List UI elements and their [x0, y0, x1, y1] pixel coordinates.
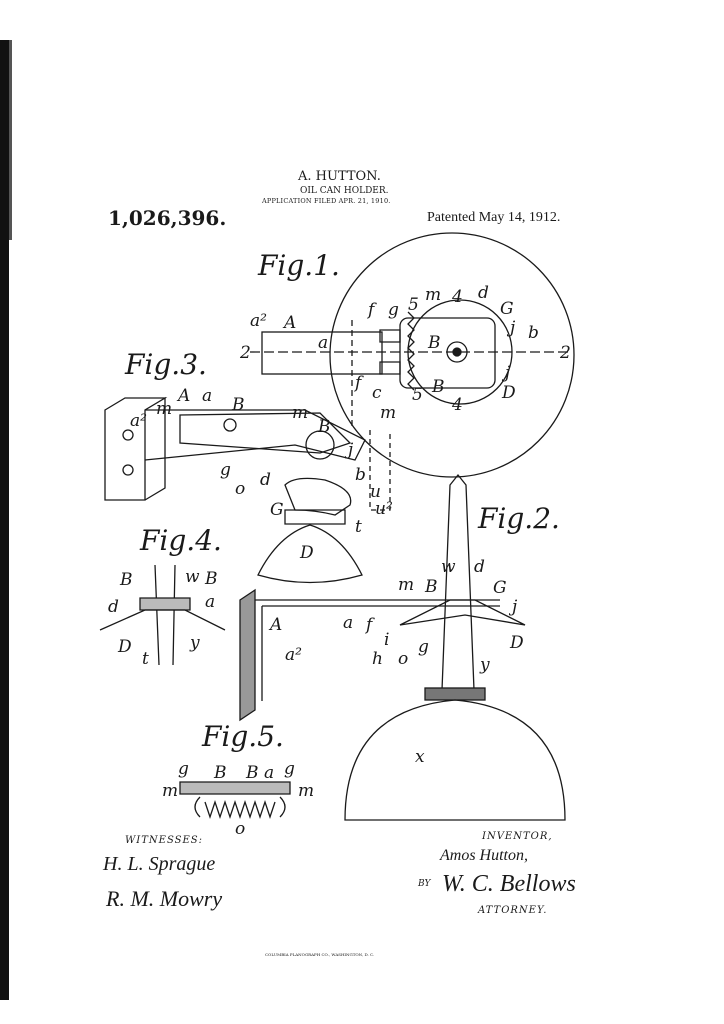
label: u²	[375, 499, 393, 519]
label: b	[355, 465, 366, 485]
label: A	[268, 615, 282, 635]
label: m	[162, 781, 178, 801]
label: j	[344, 440, 354, 460]
label: G	[500, 299, 514, 319]
label: B	[427, 333, 441, 353]
attorney-signature: W. C. Bellows	[442, 871, 576, 897]
label: m	[298, 781, 314, 801]
patent-title: OIL CAN HOLDER.	[300, 186, 389, 196]
label: G	[493, 578, 507, 598]
fig4-label: Fig.4.	[139, 524, 222, 557]
label: o	[235, 479, 245, 499]
patent-number: 1,026,396.	[108, 206, 227, 230]
fig1-label: Fig.1.	[257, 249, 340, 282]
label: B	[245, 763, 259, 783]
label: D	[509, 633, 524, 653]
witness-signature-1: H. L. Sprague	[103, 853, 216, 875]
label: d	[108, 597, 119, 617]
patented-date: Patented May 14, 1912.	[427, 210, 561, 225]
label: x	[415, 747, 425, 767]
figure-3: Fig.3. a² A a m B m B j b d g o u u² t G…	[104, 348, 393, 584]
label: a	[205, 592, 215, 612]
label: A	[282, 313, 296, 333]
label: 5	[412, 385, 423, 405]
attorney-label: ATTORNEY.	[478, 905, 548, 916]
printer-credit: COLUMBIA PLANOGRAPH CO., WASHINGTON, D. …	[265, 952, 375, 957]
label: a²	[130, 411, 147, 431]
label: 4	[451, 287, 463, 307]
label: D	[501, 383, 516, 403]
label: m	[292, 403, 308, 423]
label: f	[366, 300, 377, 320]
label: a²	[250, 311, 267, 331]
label: y	[479, 655, 490, 675]
figure-2: Fig.2. A a² a f i h o g m B w d G j D y …	[239, 473, 566, 821]
label: B	[231, 395, 245, 415]
inventor-header: A. HUTTON.	[298, 169, 381, 184]
label: B	[424, 577, 438, 597]
scan-edge	[0, 40, 9, 1000]
label: a	[343, 613, 353, 633]
witness-signature-2: R. M. Mowry	[106, 886, 223, 911]
label: g	[418, 637, 429, 657]
label: A	[176, 386, 190, 406]
by-label: BY	[418, 879, 431, 889]
fig5-label: Fig.5.	[201, 720, 284, 753]
label: a²	[285, 645, 302, 665]
inventor-name: Amos Hutton,	[440, 847, 528, 864]
label: D	[299, 543, 314, 563]
label: m	[398, 575, 414, 595]
label: d	[260, 470, 271, 490]
label: w	[185, 567, 200, 587]
label: m	[425, 285, 441, 305]
label: h	[372, 649, 383, 669]
label: B	[431, 377, 445, 397]
label: o	[398, 649, 408, 669]
fig3-label: Fig.3.	[124, 348, 207, 381]
label: a	[264, 763, 274, 783]
scan-edge	[9, 40, 12, 240]
label: y	[189, 633, 200, 653]
figure-5: Fig.5. g B B a g m m o	[162, 720, 314, 839]
label: 2	[559, 343, 571, 363]
label: t	[355, 517, 362, 537]
label: a	[318, 333, 328, 353]
label: j	[508, 597, 518, 617]
label: G	[270, 500, 284, 520]
label: d	[474, 557, 485, 577]
label: B	[213, 763, 227, 783]
label: u	[370, 482, 381, 502]
figure-1: Fig.1. a² A a 2 2 B B m m 4 4 5 5 d G j …	[239, 232, 575, 511]
witnesses-label: WITNESSES:	[125, 835, 203, 846]
label: 2	[239, 343, 251, 363]
label: B	[119, 570, 133, 590]
label: b	[528, 323, 539, 343]
label: m	[380, 403, 396, 423]
label: f	[353, 373, 364, 393]
label: c	[372, 383, 382, 403]
inventor-label: INVENTOR,	[482, 831, 553, 842]
label: m	[156, 399, 172, 419]
label: j	[501, 363, 511, 383]
fig2-label: Fig.2.	[477, 502, 560, 535]
label: B	[317, 417, 331, 437]
figure-4: Fig.4. B w B d a D t y	[99, 524, 226, 669]
label: g	[284, 759, 295, 779]
label: j	[506, 318, 516, 338]
application-date: APPLICATION FILED APR. 21, 1910.	[262, 197, 391, 205]
label: B	[204, 569, 218, 589]
label: w	[441, 557, 456, 577]
label: t	[142, 649, 149, 669]
label: o	[235, 819, 245, 839]
label: f	[364, 615, 375, 635]
label: D	[117, 637, 132, 657]
label: 4	[451, 395, 463, 415]
label: d	[478, 283, 489, 303]
label: g	[178, 759, 189, 779]
label: 5	[408, 295, 419, 315]
label: i	[384, 630, 389, 650]
label: a	[202, 386, 212, 406]
label: g	[220, 460, 231, 480]
label: g	[388, 300, 399, 320]
